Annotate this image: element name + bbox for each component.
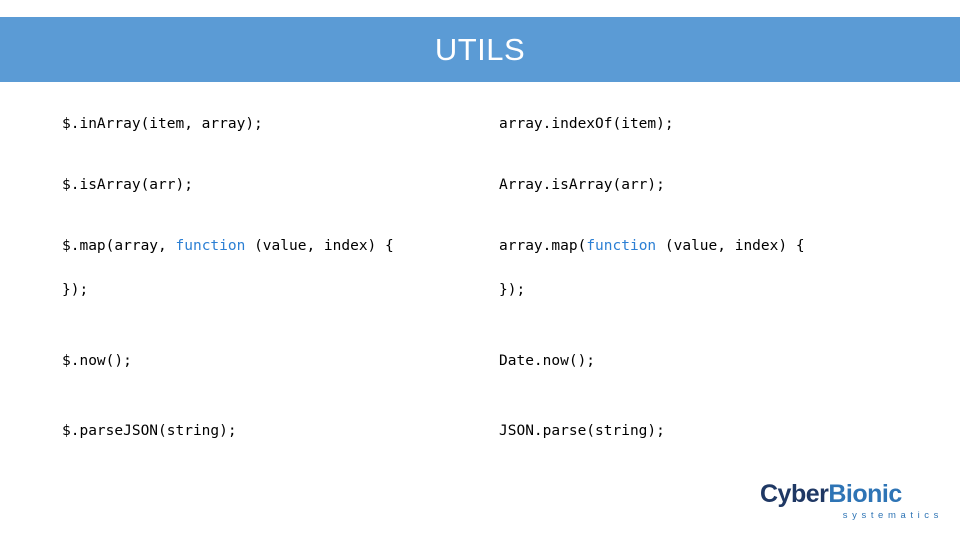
jquery-code-isarray: $.isArray(arr); xyxy=(62,177,193,193)
native-code-jsonparse: JSON.parse(string); xyxy=(499,423,665,439)
jquery-code-inarray: $.inArray(item, array); xyxy=(62,116,263,132)
native-code-isarray: Array.isArray(arr); xyxy=(499,177,665,193)
title-bar: UTILS xyxy=(0,17,960,82)
native-code-map: array.map(function (value, index) { xyxy=(499,237,805,257)
jquery-code-map: $.map(array, function (value, index) { xyxy=(62,237,394,257)
jquery-code-now: $.now(); xyxy=(62,353,132,369)
native-map-prefix: array.map( xyxy=(499,238,587,254)
native-map-suffix: (value, index) { xyxy=(656,238,805,254)
jquery-code-map-close: }); xyxy=(62,282,89,298)
company-logo: CyberBionic systematics xyxy=(760,482,945,524)
logo-word-cyber: Cyber xyxy=(760,480,829,508)
jquery-map-keyword: function xyxy=(175,238,246,254)
page-title: UTILS xyxy=(434,31,526,67)
logo-tagline: systematics xyxy=(842,510,943,521)
jquery-map-suffix: (value, index) { xyxy=(245,238,394,254)
native-code-indexof: array.indexOf(item); xyxy=(499,116,674,132)
jquery-map-prefix: $.map(array, xyxy=(62,238,176,254)
jquery-code-parsejson: $.parseJSON(string); xyxy=(62,423,237,439)
logo-word-bionic: Bionic xyxy=(828,480,902,508)
native-map-keyword: function xyxy=(586,238,657,254)
native-code-datenow: Date.now(); xyxy=(499,353,596,369)
logo-wordmark: CyberBionic xyxy=(760,482,945,507)
native-code-map-close: }); xyxy=(499,282,526,298)
